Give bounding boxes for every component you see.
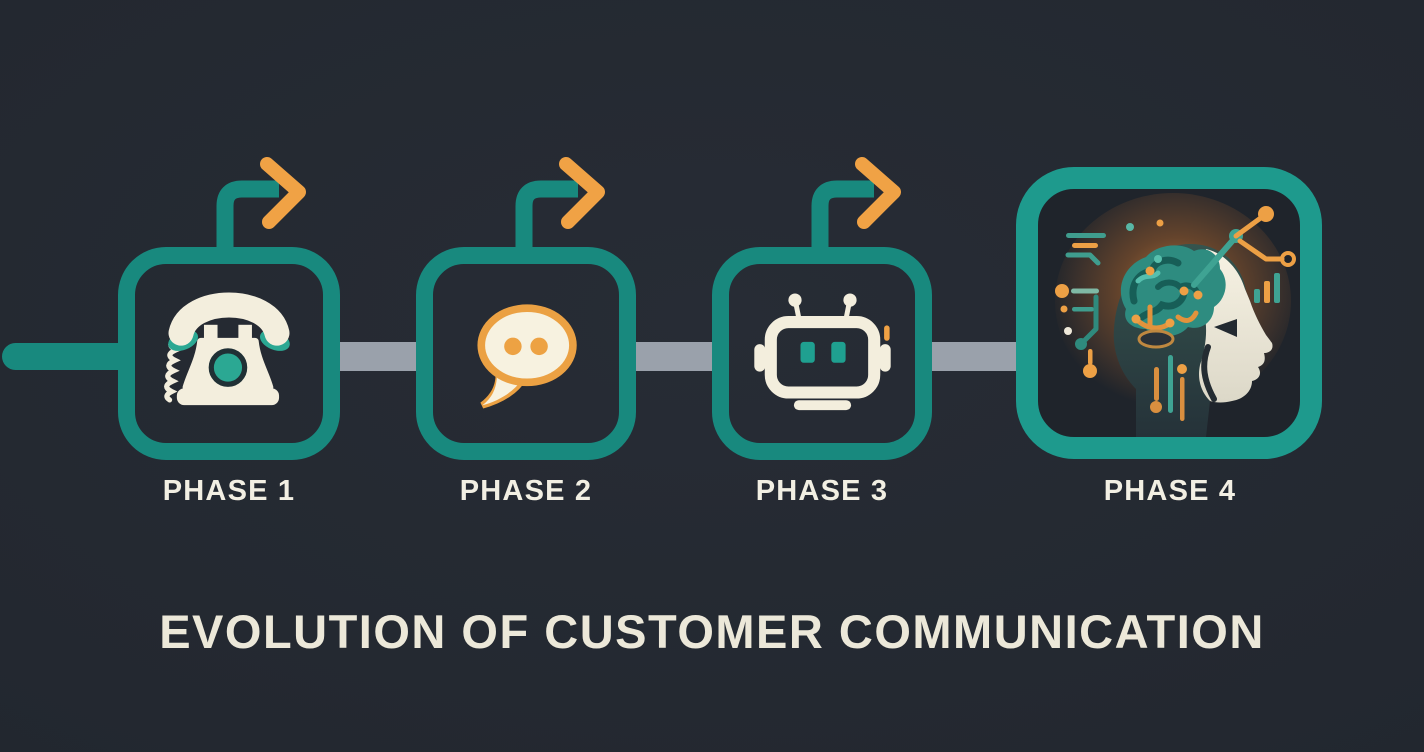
phase-4-label: PHASE 4 — [1103, 475, 1237, 507]
flow-arrow-3 — [811, 157, 901, 252]
phase-3-box — [712, 247, 932, 460]
phase-1-label: PHASE 1 — [162, 475, 296, 507]
robot-icon — [753, 293, 891, 410]
phase-2-label: PHASE 2 — [459, 475, 593, 507]
telephone-icon — [164, 292, 290, 405]
phase-4-box — [1016, 167, 1322, 459]
phase-1-box — [118, 247, 340, 460]
chat-bubble-icon — [477, 303, 577, 408]
page-title: EVOLUTION OF CUSTOMER COMMUNICATION — [159, 605, 1265, 658]
phase-3-label: PHASE 3 — [755, 475, 889, 507]
connector-phase1-phase2 — [332, 342, 424, 371]
timeline-start-bar — [2, 343, 120, 370]
ai-head-icon — [1055, 193, 1296, 437]
connector-phase3-phase4 — [924, 342, 1024, 371]
flow-arrow-1 — [216, 157, 306, 252]
connector-phase2-phase3 — [628, 342, 720, 371]
flow-arrow-2 — [515, 157, 605, 252]
phase-2-box — [416, 247, 636, 460]
